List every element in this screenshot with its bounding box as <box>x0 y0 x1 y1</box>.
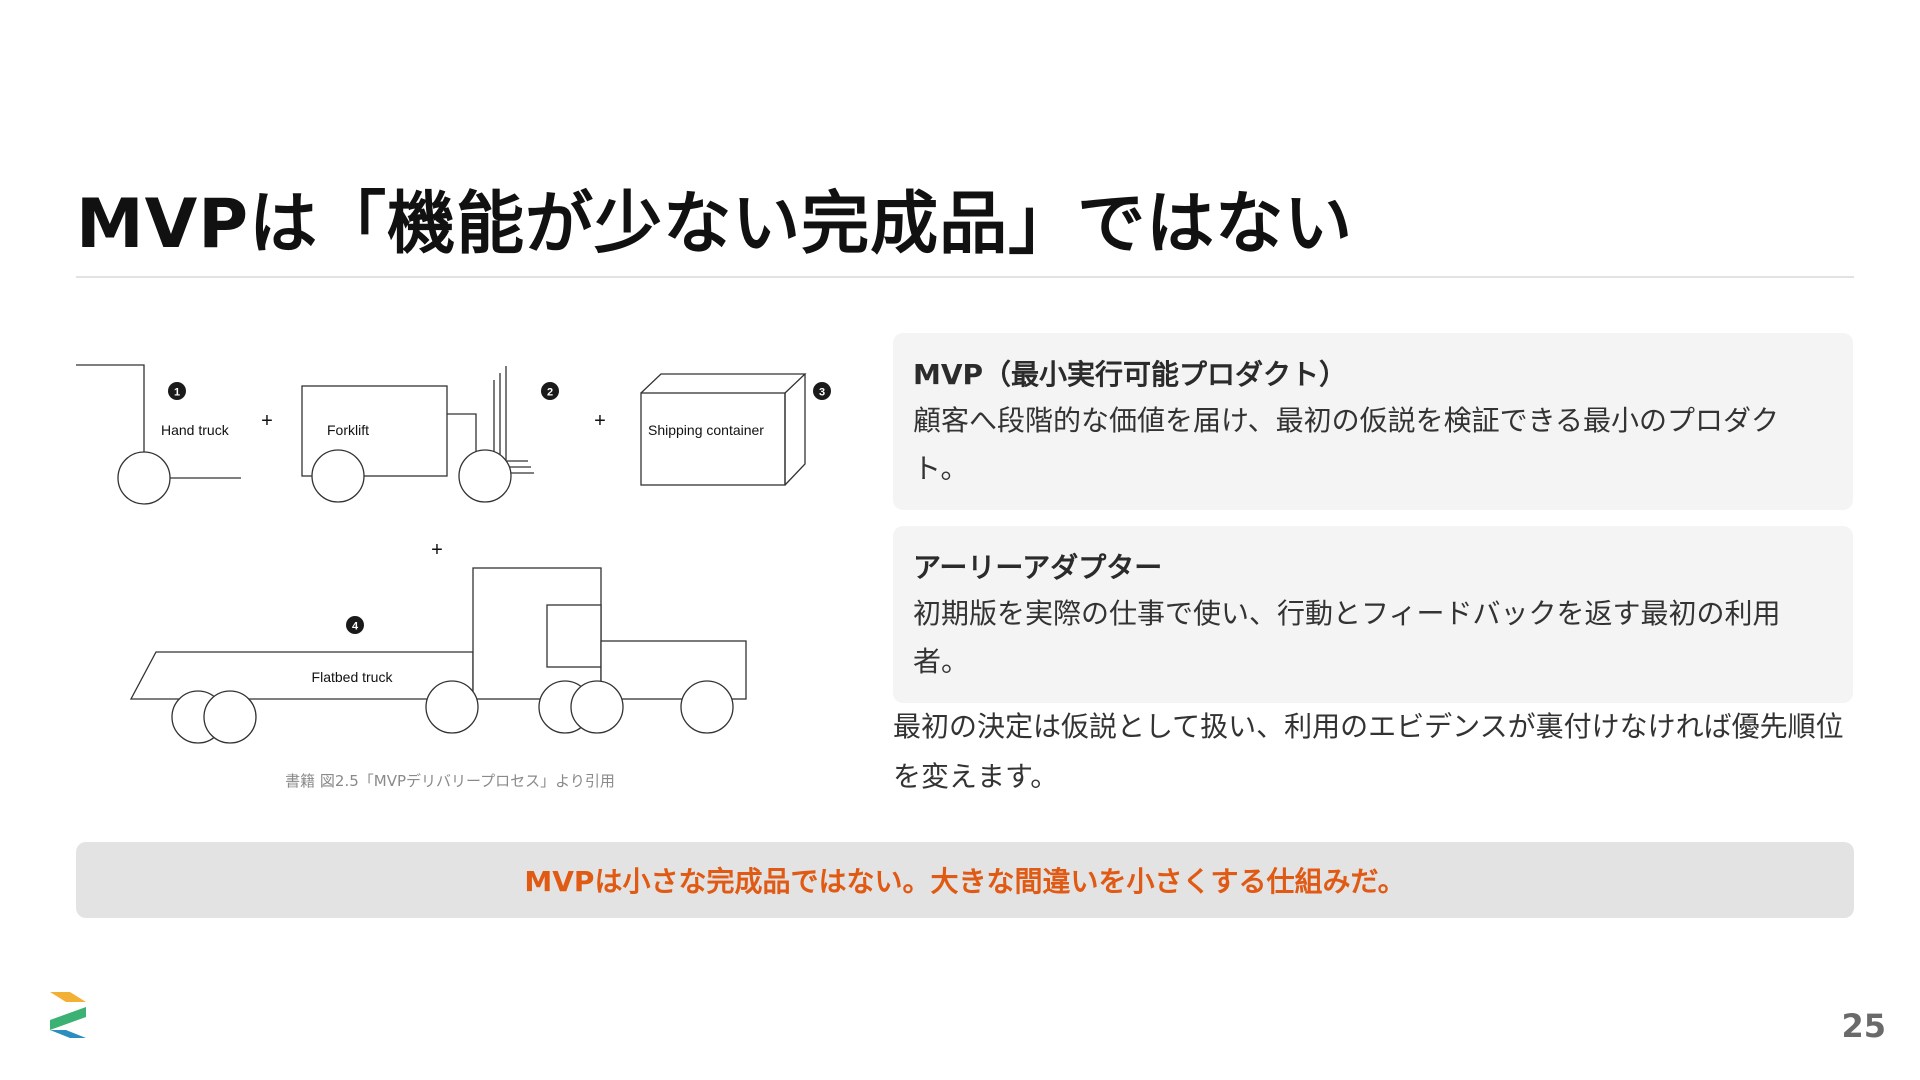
step-badge-4: 4 <box>346 616 364 634</box>
forklift-drawing <box>301 366 534 503</box>
step-badge-1: 1 <box>168 382 186 400</box>
card-heading: MVP（最小実行可能プロダクト） <box>913 358 1348 391</box>
definition-card-mvp: MVP（最小実行可能プロダクト） 顧客へ段階的な価値を届け、最初の仮説を検証でき… <box>893 333 1853 510</box>
card-heading: アーリーアダプター <box>913 551 1163 584</box>
page-number: 25 <box>1841 1007 1886 1045</box>
title-divider <box>76 276 1854 278</box>
mvp-delivery-diagram: 1 Hand truck + 2 Forklift + 3 <box>76 355 856 755</box>
shipping-container-drawing <box>640 373 807 486</box>
figure-caption: 書籍 図2.5「MVPデリバリープロセス」より引用 <box>285 772 615 790</box>
key-message-banner: MVPは小さな完成品ではない。大きな間違いを小さくする仕組みだ。 <box>76 842 1854 918</box>
plus-sign-2: + <box>594 410 606 432</box>
flatbed-truck-drawing <box>129 567 747 744</box>
step-badge-3: 3 <box>813 382 831 400</box>
forklift-label: Forklift <box>327 422 369 438</box>
hand-truck-label: Hand truck <box>161 422 230 438</box>
slide-title: MVPは「機能が少ない完成品」ではない <box>76 185 1354 264</box>
flatbed-truck-label: Flatbed truck <box>312 669 394 685</box>
plus-sign-3: + <box>431 539 443 561</box>
svg-text:1: 1 <box>174 387 180 399</box>
key-message-text: MVPは小さな完成品ではない。大きな間違いを小さくする仕組みだ。 <box>524 865 1406 898</box>
svg-text:2: 2 <box>547 387 553 399</box>
definition-card-early-adopter: アーリーアダプター 初期版を実際の仕事で使い、行動とフィードバックを返す最初の利… <box>893 526 1853 703</box>
svg-text:4: 4 <box>352 621 359 633</box>
card-body: 顧客へ段階的な価値を届け、最初の仮説を検証できる最小のプロダクト。 <box>913 404 1780 485</box>
step-badge-2: 2 <box>541 382 559 400</box>
brand-logo <box>46 990 90 1040</box>
explanation-note: 最初の決定は仮説として扱い、利用のエビデンスが裏付けなければ優先順位を変えます。 <box>893 710 1844 793</box>
svg-text:3: 3 <box>819 387 825 399</box>
hand-truck-drawing <box>76 364 241 505</box>
plus-sign-1: + <box>261 410 273 432</box>
shipping-container-label: Shipping container <box>648 422 764 438</box>
card-body: 初期版を実際の仕事で使い、行動とフィードバックを返す最初の利用者。 <box>913 597 1781 678</box>
